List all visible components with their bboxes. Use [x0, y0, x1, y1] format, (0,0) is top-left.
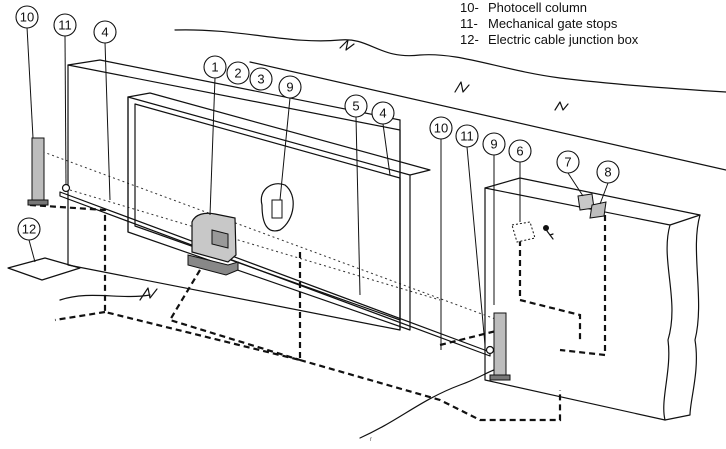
- callout-9-gate: 9: [278, 75, 302, 99]
- svg-text:10: 10: [434, 121, 448, 136]
- callout-11-right: 11: [455, 124, 479, 148]
- svg-text:11: 11: [58, 18, 72, 33]
- svg-text:12: 12: [22, 222, 36, 237]
- legend-num: 10-: [460, 0, 479, 15]
- callout-5: 5: [344, 94, 368, 118]
- callout-11-left: 11: [53, 13, 77, 37]
- callout-1: 1: [203, 55, 227, 79]
- gate-stop-left: [61, 183, 71, 193]
- key-selector-on-gate: [271, 199, 283, 219]
- callout-2: 2: [226, 61, 250, 85]
- terrain-lines: [59, 29, 726, 439]
- photocell-column-right: [489, 312, 511, 381]
- callout-10-left: 10: [15, 5, 39, 29]
- sliding-gate: [127, 92, 431, 331]
- leader-lines: [26, 26, 609, 350]
- legend-item-10: 10- Photocell column: [460, 0, 638, 16]
- photocell-beam: [37, 149, 499, 321]
- svg-text:9: 9: [490, 137, 497, 152]
- callout-12: 12: [17, 217, 41, 241]
- right-wall-block: [484, 177, 701, 421]
- callout-4-left: 4: [93, 20, 117, 44]
- rack-line: [69, 189, 441, 301]
- svg-text:5: 5: [352, 99, 359, 114]
- svg-text:4: 4: [101, 25, 108, 40]
- antenna: [589, 201, 607, 219]
- svg-text:9: 9: [286, 80, 293, 95]
- key-selector-box: [511, 221, 554, 243]
- legend-num: 11-: [460, 16, 478, 31]
- cable-routes: [29, 203, 607, 422]
- legend: 10- Photocell column 11- Mechanical gate s…: [460, 0, 638, 48]
- legend-item-11: 11- Mechanical gate stops: [460, 16, 638, 32]
- svg-text:11: 11: [460, 129, 474, 144]
- gate-rail: [59, 191, 491, 357]
- legend-text: Electric cable junction box: [488, 32, 639, 47]
- legend-text: Mechanical gate stops: [488, 16, 618, 31]
- callout-9-right: 9: [482, 132, 506, 156]
- callout-10-right: 10: [429, 116, 453, 140]
- svg-text:4: 4: [379, 106, 386, 121]
- svg-text:7: 7: [564, 155, 571, 170]
- photocell-column-left: [27, 137, 49, 206]
- gate-stop-right: [485, 345, 495, 355]
- svg-text:3: 3: [257, 72, 264, 87]
- gearmotor: [187, 212, 239, 276]
- callout-8: 8: [596, 160, 620, 184]
- callout-4-right: 4: [371, 101, 395, 125]
- svg-text:8: 8: [604, 165, 611, 180]
- callout-3: 3: [249, 67, 273, 91]
- svg-text:1: 1: [211, 60, 218, 75]
- callout-6: 6: [508, 139, 532, 163]
- legend-num: 12-: [460, 32, 479, 47]
- svg-text:10: 10: [20, 10, 34, 25]
- callout-7: 7: [556, 150, 580, 174]
- legend-text: Photocell column: [488, 0, 587, 15]
- ground-mark: r: [370, 437, 372, 443]
- svg-text:6: 6: [516, 144, 523, 159]
- junction-box: [7, 257, 81, 281]
- legend-item-12: 12- Electric cable junction box: [460, 32, 638, 48]
- svg-text:2: 2: [234, 66, 241, 81]
